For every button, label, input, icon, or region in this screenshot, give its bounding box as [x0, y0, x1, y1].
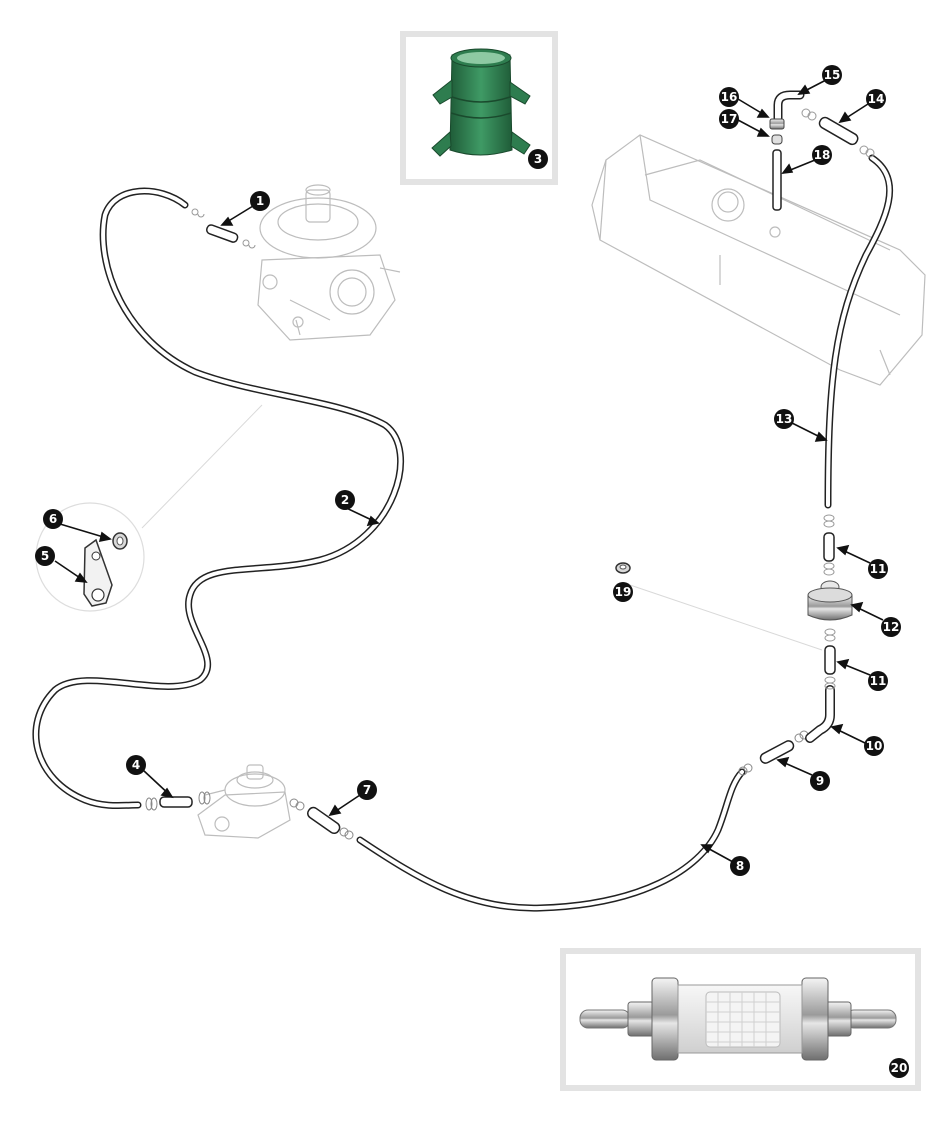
callout-8-label: 8: [736, 859, 744, 873]
fuel-pump-ghost: [197, 764, 291, 839]
callout-10-label: 10: [866, 739, 883, 753]
tube-part-1: [191, 208, 256, 249]
callout-20-label: 20: [891, 1061, 908, 1075]
inline-filter-inset: [560, 948, 921, 1091]
callout-2-label: 2: [341, 493, 349, 507]
carburettor-ghost: [257, 184, 401, 341]
callout-11-lower-label: 11: [870, 674, 887, 688]
bracket-part-5: [83, 538, 113, 607]
elbow-part-15: [773, 90, 805, 123]
callout-4-label: 4: [132, 758, 140, 772]
callout-7: 7: [357, 780, 377, 800]
callout-11-upper-label: 11: [870, 562, 887, 576]
callout-13: 13: [774, 409, 794, 429]
callout-14-label: 14: [868, 92, 885, 106]
fuel-hose-13: [824, 154, 894, 509]
fuel-filter-part-12: [807, 580, 853, 621]
callout-7-label: 7: [363, 783, 371, 797]
inline-filter-image: [579, 977, 897, 1061]
tube-part-9: [738, 730, 809, 776]
callout-1: 1: [250, 191, 270, 211]
callout-9-label: 9: [816, 774, 824, 788]
callout-3-label: 3: [534, 152, 542, 166]
elbow-part-10: [805, 685, 835, 743]
tube-part-14: [801, 108, 875, 158]
callout-2: 2: [335, 490, 355, 510]
leader-lines-ghost: [141, 404, 823, 651]
callout-14: 14: [866, 89, 886, 109]
tube-part-7: [289, 798, 354, 840]
callout-18-label: 18: [814, 148, 831, 162]
callout-10: 10: [864, 736, 884, 756]
callout-16-label: 16: [721, 90, 738, 104]
callout-18: 18: [812, 145, 832, 165]
callout-15-label: 15: [824, 68, 841, 82]
callout-9: 9: [810, 771, 830, 791]
callout-12: 12: [881, 617, 901, 637]
olive-part-17: [771, 134, 783, 145]
callouts: 1 2 3 4 5 6 7 8 9 10 11 11 12 13 14 15 1…: [35, 65, 909, 1078]
leader-arrows: [54, 79, 884, 863]
callout-12-label: 12: [883, 620, 900, 634]
hose-clip-image: [431, 48, 531, 157]
callout-16: 16: [719, 87, 739, 107]
tube-part-4: [145, 791, 211, 811]
callout-13-label: 13: [776, 412, 793, 426]
callout-8: 8: [730, 856, 750, 876]
callout-6-label: 6: [49, 512, 57, 526]
callout-17-label: 17: [721, 112, 738, 126]
fuel-hose-8: [356, 768, 746, 912]
pipe-part-18: [772, 149, 782, 211]
tube-part-11-upper: [823, 514, 835, 576]
nut-part-16: [769, 118, 785, 130]
rocker-cover-ghost: [591, 134, 926, 386]
callout-4: 4: [126, 755, 146, 775]
fuel-hose-2: [32, 187, 404, 810]
washer-part-19: [615, 562, 631, 574]
callout-11-upper: 11: [868, 559, 888, 579]
tube-part-11-lower: [824, 628, 836, 690]
callout-5-label: 5: [41, 549, 49, 563]
callout-3: 3: [528, 149, 548, 169]
callout-19-label: 19: [615, 585, 632, 599]
callout-5: 5: [35, 546, 55, 566]
callout-17: 17: [719, 109, 739, 129]
callout-20: 20: [889, 1058, 909, 1078]
callout-15: 15: [822, 65, 842, 85]
callout-19: 19: [613, 582, 633, 602]
washer-part-6: [112, 532, 128, 550]
callout-1-label: 1: [256, 194, 264, 208]
callout-6: 6: [43, 509, 63, 529]
callout-11-lower: 11: [868, 671, 888, 691]
